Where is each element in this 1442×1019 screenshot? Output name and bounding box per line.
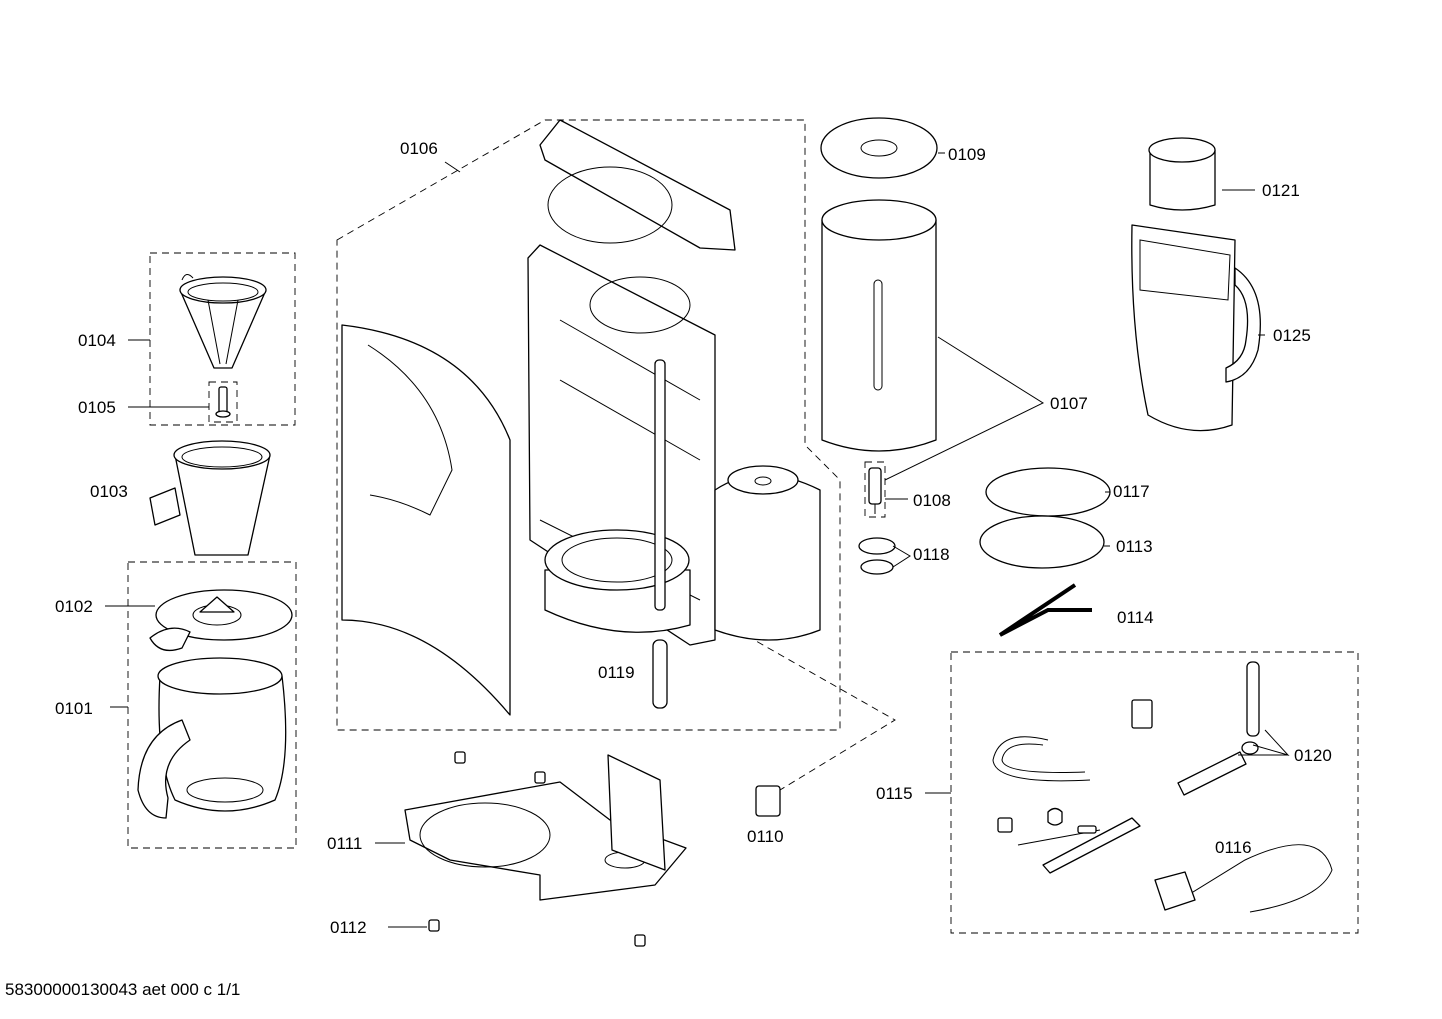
part-ring-0117 — [985, 467, 1111, 517]
label-0117: 0117 — [1113, 482, 1150, 501]
part-riser-tube — [652, 359, 668, 709]
group-box-valve — [864, 461, 886, 518]
part-switch — [755, 785, 781, 817]
part-kit-0115 — [992, 699, 1153, 874]
part-housing-assembly — [341, 119, 821, 716]
group-box-kit-0115 — [950, 651, 1359, 934]
part-carafe — [137, 657, 287, 819]
label-0103: 0103 — [90, 482, 128, 501]
label-0118: 0118 — [913, 545, 950, 564]
footer-document-code: 58300000130043 aet 000 c 1/1 — [5, 980, 241, 999]
part-filter-holder — [149, 440, 271, 556]
label-0121: 0121 — [1262, 181, 1300, 200]
label-0114: 0114 — [1117, 608, 1154, 627]
label-0110: 0110 — [747, 827, 784, 846]
label-0101: 0101 — [55, 699, 93, 718]
part-labels: 0104 0105 0103 0102 0101 0106 0109 0121 … — [55, 139, 1332, 937]
part-heating-element — [998, 583, 1092, 637]
label-0116: 0116 — [1215, 838, 1252, 857]
part-seals — [858, 537, 896, 575]
part-filter-cone — [179, 274, 267, 369]
label-0111: 0111 — [327, 834, 362, 853]
part-ring-0113 — [979, 515, 1105, 569]
part-base-plate — [404, 754, 687, 901]
part-tank-lid — [820, 117, 938, 179]
group-box-carafe — [127, 561, 297, 849]
part-carafe-lid — [149, 589, 293, 652]
part-drip-pin — [215, 386, 231, 418]
label-0105: 0105 — [78, 398, 116, 417]
label-0107: 0107 — [1050, 394, 1088, 413]
leader-lines — [105, 152, 1290, 928]
label-0106: 0106 — [400, 139, 438, 158]
dashed-connector-0110 — [704, 611, 896, 791]
label-0125: 0125 — [1273, 326, 1311, 345]
label-0115: 0115 — [876, 784, 913, 803]
part-filter-cartridge — [1148, 137, 1216, 211]
group-box-filter — [149, 252, 296, 426]
label-0108: 0108 — [913, 491, 951, 510]
label-0104: 0104 — [78, 331, 116, 350]
part-water-tank — [821, 199, 937, 452]
part-filter-jug — [1131, 224, 1261, 432]
part-tubes-0120 — [1177, 661, 1260, 796]
label-0113: 0113 — [1116, 537, 1153, 556]
label-0112: 0112 — [330, 918, 367, 937]
part-valve — [868, 467, 882, 514]
part-power-cord — [1154, 844, 1333, 913]
label-0102: 0102 — [55, 597, 93, 616]
label-0109: 0109 — [948, 145, 986, 164]
part-feet — [428, 751, 646, 947]
label-0120: 0120 — [1294, 746, 1332, 765]
group-box-pin — [208, 381, 238, 423]
label-0119: 0119 — [598, 663, 635, 682]
